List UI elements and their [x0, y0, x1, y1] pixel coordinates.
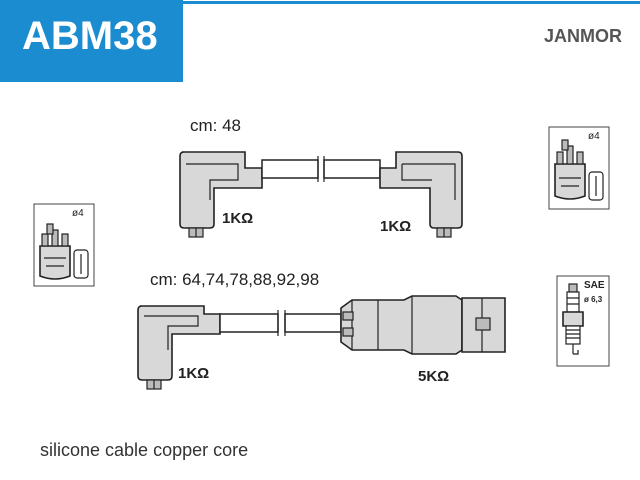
bottom-cable-length-label: cm: 64,74,78,88,92,98	[150, 270, 320, 289]
header-rule	[183, 1, 640, 4]
top-left-boot	[179, 151, 263, 238]
top-cable	[179, 151, 463, 238]
bottom-cable-segment-right	[284, 313, 342, 333]
distributor-right-icon	[548, 126, 610, 210]
bottom-left-boot	[137, 305, 221, 390]
spark-plug-icon	[556, 275, 610, 367]
model-code: ABM38	[22, 14, 158, 58]
distributor-left-icon	[33, 203, 95, 287]
header-banner	[0, 0, 183, 82]
footer-note: silicone cable copper core	[40, 440, 249, 460]
bottom-cable-segment-left	[219, 313, 279, 333]
distributor-left-label: ø4	[72, 208, 84, 219]
spark-plug-size-label: ø 6,3	[584, 295, 603, 304]
bottom-right-resistor-label: 5KΩ	[418, 368, 450, 385]
bottom-left-resistor-label: 1KΩ	[178, 365, 210, 382]
top-cable-segment-left	[261, 159, 319, 179]
top-left-resistor-label: 1KΩ	[222, 210, 254, 227]
top-cable-length-label: cm: 48	[190, 116, 242, 135]
top-cable-segment-right	[323, 159, 381, 179]
bottom-straight-boot	[340, 295, 506, 355]
brand-name: JANMOR	[544, 26, 623, 46]
distributor-right-label: ø4	[588, 131, 600, 142]
top-right-boot	[379, 151, 463, 238]
spark-plug-sae-label: SAE	[584, 280, 605, 291]
bottom-cable	[137, 295, 506, 390]
top-right-resistor-label: 1KΩ	[380, 218, 412, 235]
